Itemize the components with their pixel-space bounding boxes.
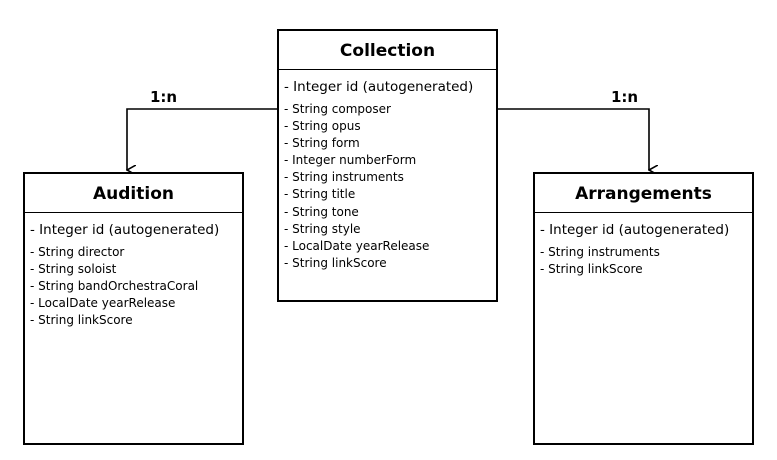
attribute-item: - String title bbox=[284, 187, 356, 202]
attribute-item: - String composer bbox=[284, 102, 391, 116]
attribute-item: - String form bbox=[284, 136, 360, 151]
relation-line-collection-arrangements bbox=[498, 108, 649, 170]
primary-key-field: - Integer id (autogenerated) bbox=[540, 222, 730, 238]
entity-title: Collection bbox=[279, 31, 496, 70]
attribute-item: - String instruments bbox=[540, 245, 660, 259]
primary-key-field: - Integer id (autogenerated) bbox=[30, 222, 220, 238]
attribute-list: - String instruments - String linkScore bbox=[535, 244, 752, 278]
cardinality-label-arrangements: 1:n bbox=[611, 88, 639, 106]
entity-title: Arrangements bbox=[535, 174, 752, 213]
attribute-list: - String director - String soloist - Str… bbox=[25, 244, 242, 329]
entity-audition: Audition - Integer id (autogenerated) - … bbox=[23, 172, 244, 445]
attribute-item: - String instruments bbox=[284, 170, 404, 185]
attribute-item: - LocalDate yearRelease bbox=[284, 238, 430, 253]
primary-key-field: - Integer id (autogenerated) bbox=[284, 79, 474, 95]
attribute-item: - Integer numberForm bbox=[284, 153, 417, 168]
attribute-list: - String composer - String opus - String… bbox=[279, 101, 496, 272]
attribute-item: - String linkScore bbox=[540, 262, 643, 277]
attribute-item: - String tone bbox=[284, 204, 359, 219]
attribute-item: - String style bbox=[284, 221, 361, 236]
entity-collection: Collection - Integer id (autogenerated) … bbox=[277, 29, 498, 302]
attribute-item: - String linkScore bbox=[284, 255, 387, 270]
attribute-item: - LocalDate yearRelease bbox=[30, 296, 176, 311]
attribute-item: - String director bbox=[30, 245, 125, 259]
attribute-item: - String bandOrchestraCoral bbox=[30, 279, 199, 294]
relation-line-collection-audition bbox=[127, 108, 277, 170]
entity-arrangements: Arrangements - Integer id (autogenerated… bbox=[533, 172, 754, 445]
attribute-item: - String linkScore bbox=[30, 313, 133, 328]
attribute-item: - String opus bbox=[284, 119, 361, 134]
cardinality-label-audition: 1:n bbox=[150, 88, 178, 106]
attribute-item: - String soloist bbox=[30, 262, 117, 277]
entity-title: Audition bbox=[25, 174, 242, 213]
